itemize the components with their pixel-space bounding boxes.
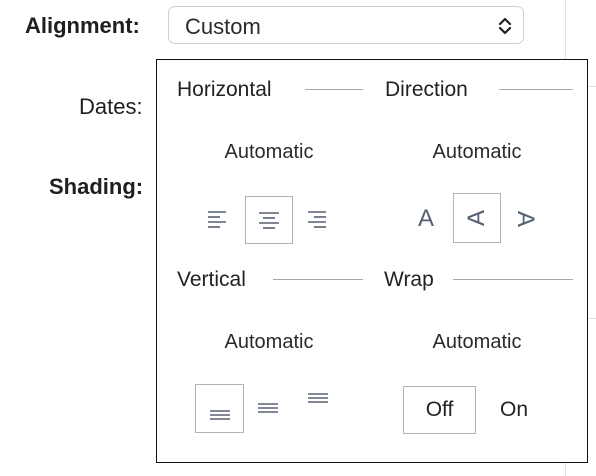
center-align-icon — [259, 212, 279, 229]
horizontal-right-button[interactable] — [302, 196, 332, 242]
alignment-label: Alignment: — [25, 13, 140, 38]
direction-title: Direction — [385, 78, 468, 101]
horizontal-value[interactable]: Automatic — [224, 141, 314, 163]
wrap-title: Wrap — [384, 268, 434, 291]
vertical-top-button[interactable] — [303, 380, 333, 424]
wrap-on-label: On — [499, 398, 528, 421]
middle-align-icon — [258, 403, 278, 413]
alignment-popup: Horizontal Automatic — [156, 59, 588, 463]
wrap-off-button[interactable]: Off — [403, 386, 476, 434]
direction-rotate-down-button[interactable]: A — [509, 196, 541, 242]
horizontal-center-button[interactable] — [245, 196, 293, 244]
vertical-middle-button[interactable] — [253, 386, 283, 430]
horizontal-left-button[interactable] — [202, 196, 232, 242]
vertical-value[interactable]: Automatic — [224, 331, 314, 353]
direction-horizontal-button[interactable]: A — [411, 196, 441, 242]
wrap-rule — [453, 279, 573, 280]
alignment-select[interactable]: Custom — [168, 6, 524, 44]
alignment-select-value: Custom — [185, 14, 261, 39]
vertical-rule — [273, 279, 363, 280]
dates-label: Dates: — [79, 94, 143, 119]
direction-rule — [499, 89, 573, 90]
direction-value[interactable]: Automatic — [432, 141, 522, 163]
left-align-icon — [208, 211, 226, 228]
horizontal-rule — [305, 89, 363, 90]
right-align-icon — [308, 211, 326, 228]
bottom-align-icon — [209, 409, 230, 420]
top-align-icon — [308, 393, 328, 403]
wrap-off-label: Off — [425, 398, 454, 421]
wrap-on-button[interactable]: On — [487, 386, 541, 434]
text-rotate-down-icon: A — [511, 210, 539, 228]
shading-label: Shading: — [49, 174, 144, 199]
vertical-bottom-button[interactable] — [195, 384, 244, 433]
text-direction-normal-icon: A — [417, 205, 434, 232]
wrap-value[interactable]: Automatic — [432, 331, 522, 353]
up-down-chevron-icon — [498, 17, 512, 35]
vertical-title: Vertical — [177, 268, 246, 291]
horizontal-title: Horizontal — [177, 78, 272, 101]
direction-rotate-up-button[interactable]: A — [453, 193, 501, 243]
text-rotate-up-icon: A — [462, 209, 490, 227]
